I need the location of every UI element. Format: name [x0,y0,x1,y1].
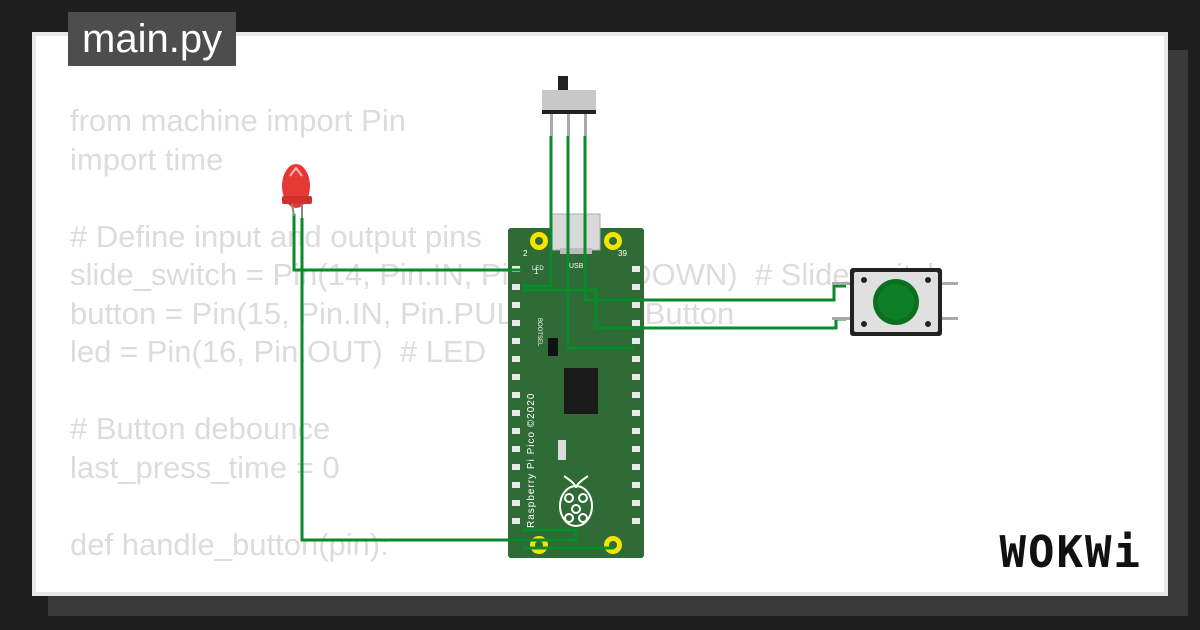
pico-usb-label: USB [569,263,584,270]
pico-pin39-label: 39 [618,249,627,258]
slide-switch[interactable] [542,76,596,136]
code-line: from machine import Pin [70,103,406,138]
code-line: # Define input and output pins [70,218,482,254]
raspberry-logo-icon [559,475,593,527]
pico-board-name: Raspberry Pi Pico ©2020 [526,393,537,528]
pico-pin1-label: 1 [534,267,539,276]
pico-pin2-label: 2 [523,249,528,258]
code-line: def handle_button(pin): [70,526,389,562]
code-line: # Button debounce [70,411,331,446]
simulation-canvas[interactable]: from machine import Pin import time # De… [32,32,1168,596]
pico-led-label: LED [532,266,544,272]
wokwi-logo: WOKWi [999,527,1142,578]
code-line: last_press_time = 0 [70,449,340,485]
red-led[interactable] [282,164,312,218]
code-line: led = Pin(16, Pin.OUT) # LED [70,334,487,369]
pushbutton[interactable] [832,268,958,336]
circuit-diagram: 1 2 39 USB LED BOOTSEL Raspberry Pi Pico… [282,76,958,558]
file-tab-main-py[interactable]: main.py [68,12,237,66]
pico-bootsel-label: BOOTSEL [536,318,542,347]
code-line: import time [70,141,224,177]
raspberry-pi-pico[interactable]: 1 2 39 USB LED BOOTSEL Raspberry Pi Pico… [508,213,644,558]
